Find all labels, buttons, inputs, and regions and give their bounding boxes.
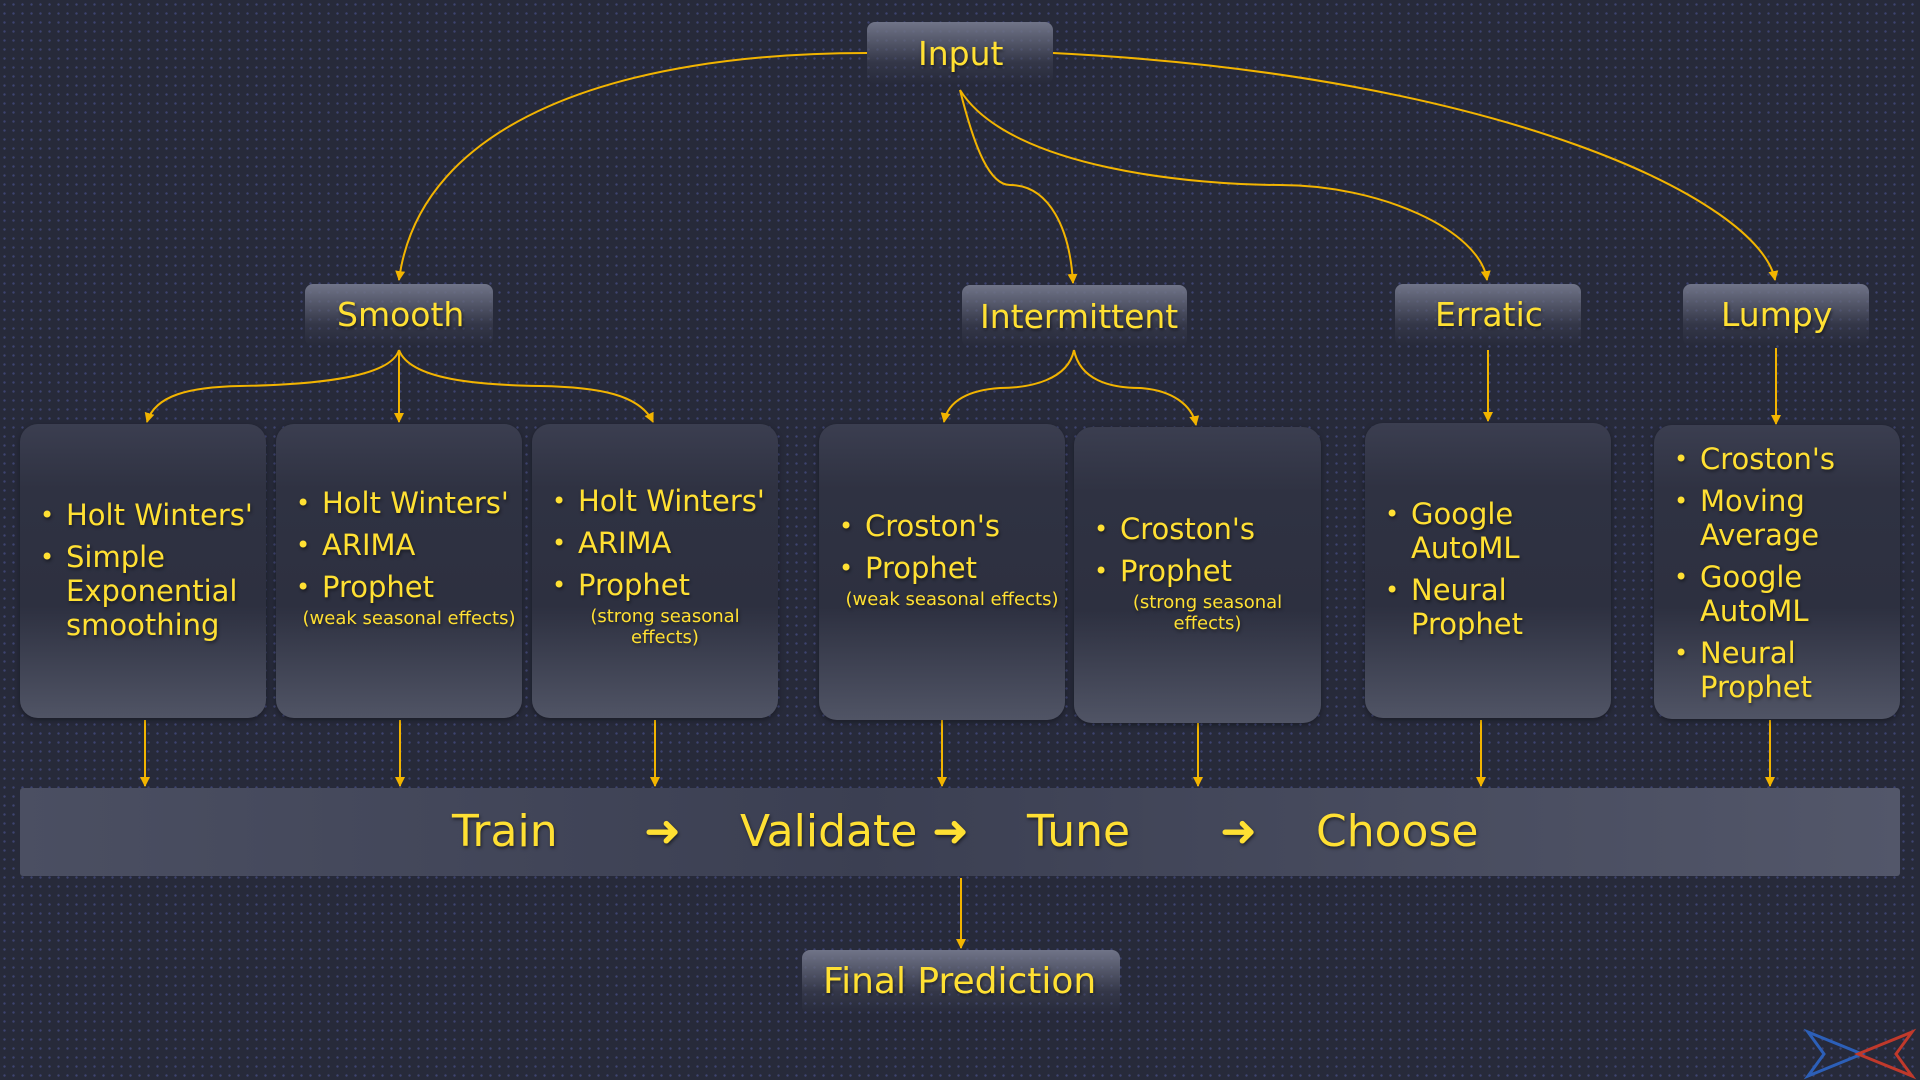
model-note: (strong seasonal effects) xyxy=(1132,592,1283,634)
model-card-smooth-a: Holt Winters' Simple Exponential smoothi… xyxy=(20,424,266,718)
erratic-node-bg xyxy=(1395,284,1581,346)
final-prediction-bg xyxy=(802,950,1120,1014)
model-item: ARIMA xyxy=(532,526,778,560)
smooth-node-bg xyxy=(305,284,493,346)
model-note: (strong seasonal effects) xyxy=(590,606,740,648)
pipeline-step-tune: Tune xyxy=(1027,806,1131,857)
connector-input-lumpy xyxy=(1052,52,1779,281)
model-item: Holt Winters' xyxy=(532,484,778,518)
model-name: Prophet xyxy=(1120,554,1233,588)
input-node-bg xyxy=(867,22,1053,84)
model-note: (weak seasonal effects) xyxy=(302,608,516,629)
model-list: Holt Winters' ARIMA Prophet (weak seasona… xyxy=(276,486,522,637)
model-item: Prophet (strong seasonal effects) xyxy=(532,568,778,648)
model-list: Croston's Prophet (weak seasonal effects) xyxy=(819,509,1065,618)
model-card-lumpy: Croston's Moving Average Google AutoML N… xyxy=(1654,425,1900,719)
model-item: Croston's xyxy=(819,509,1065,543)
connector-smooth-card-a xyxy=(144,349,400,423)
model-item: Croston's xyxy=(1074,512,1321,546)
pipeline-step-validate: Validate xyxy=(740,806,918,857)
intermittent-node-label: Intermittent xyxy=(980,297,1179,336)
pipeline-bar xyxy=(20,788,1900,876)
model-name: Prophet xyxy=(578,568,691,602)
model-card-smooth-b: Holt Winters' ARIMA Prophet (weak seasona… xyxy=(276,424,522,718)
model-item: Croston's xyxy=(1654,442,1900,476)
model-card-intermittent-b: Croston's Prophet (strong seasonal effect… xyxy=(1074,427,1321,723)
model-list: Holt Winters' ARIMA Prophet (strong seaso… xyxy=(532,484,778,656)
model-list: Croston's Moving Average Google AutoML N… xyxy=(1654,442,1900,712)
smooth-node-label: Smooth xyxy=(337,295,465,334)
connector-intermittent-card-a xyxy=(940,349,1075,423)
model-item: Simple Exponential smoothing xyxy=(20,540,266,642)
lumpy-node-bg xyxy=(1683,284,1869,346)
brand-logo-icon xyxy=(1803,1028,1917,1080)
pipeline-step-train: Train xyxy=(452,806,558,857)
arrow-right-icon: ➜ xyxy=(644,806,681,857)
model-item: ARIMA xyxy=(276,528,522,562)
arrow-right-icon: ➜ xyxy=(932,806,969,857)
connector-intermittent-card-b xyxy=(1073,349,1200,426)
model-item: Moving Average xyxy=(1654,484,1819,552)
lumpy-node-label: Lumpy xyxy=(1721,295,1833,334)
model-item: Google AutoML xyxy=(1365,497,1527,565)
connector-smooth-card-c xyxy=(398,349,654,423)
connector-input-intermittent xyxy=(959,89,1078,284)
model-card-smooth-c: Holt Winters' ARIMA Prophet (strong seaso… xyxy=(532,424,778,718)
erratic-node-label: Erratic xyxy=(1435,295,1543,334)
intermittent-node-bg xyxy=(962,285,1187,347)
model-item: Neural Prophet xyxy=(1654,636,1816,704)
model-item: Google AutoML xyxy=(1654,560,1816,628)
model-note: (weak seasonal effects) xyxy=(845,589,1059,610)
model-item: Holt Winters' xyxy=(20,498,266,532)
model-item: Prophet (weak seasonal effects) xyxy=(819,551,1065,610)
model-item: Neural Prophet xyxy=(1365,573,1527,641)
model-item: Prophet (strong seasonal effects) xyxy=(1074,554,1321,634)
model-name: Prophet xyxy=(865,551,978,585)
model-item: Prophet (weak seasonal effects) xyxy=(276,570,522,629)
connector-input-smooth xyxy=(395,52,868,281)
model-card-intermittent-a: Croston's Prophet (weak seasonal effects) xyxy=(819,424,1065,720)
connector-input-erratic xyxy=(959,89,1491,281)
model-card-erratic: Google AutoML Neural Prophet xyxy=(1365,423,1611,718)
pipeline-step-choose: Choose xyxy=(1316,806,1479,857)
model-list: Holt Winters' Simple Exponential smoothi… xyxy=(20,498,266,650)
model-item: Holt Winters' xyxy=(276,486,522,520)
input-node-label: Input xyxy=(918,34,1004,73)
model-list: Google AutoML Neural Prophet xyxy=(1365,497,1611,649)
model-list: Croston's Prophet (strong seasonal effect… xyxy=(1074,512,1321,642)
final-prediction-label: Final Prediction xyxy=(823,961,1097,1002)
model-name: Prophet xyxy=(322,570,435,604)
arrow-right-icon: ➜ xyxy=(1220,806,1257,857)
